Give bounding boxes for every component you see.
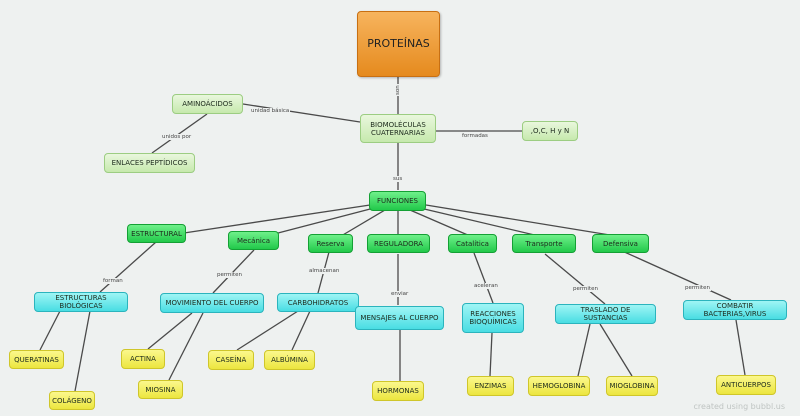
credit-text: created using bubbl.us xyxy=(692,402,786,411)
node-anticuerpos[interactable]: ANTICUERPOS xyxy=(716,375,776,395)
node-estructural[interactable]: ESTRUCTURAL xyxy=(127,224,186,243)
line-estructuras-colageno xyxy=(74,310,91,392)
node-aminoacidos[interactable]: AMINOÁCIDOS xyxy=(172,94,243,114)
node-mioglobina[interactable]: MIOGLOBINA xyxy=(606,376,658,396)
node-combatir-bacterias[interactable]: COMBATIR BACTERIAS,VIRUS xyxy=(683,300,787,320)
link-label-forman: forman xyxy=(102,278,124,284)
node-mensajes-cuerpo[interactable]: MENSAJES AL CUERPO xyxy=(355,306,444,330)
node-enzimas[interactable]: ENZIMAS xyxy=(467,376,514,396)
link-label-almacenan: almacenan xyxy=(308,268,341,274)
node-hormonas[interactable]: HORMONAS xyxy=(372,381,424,401)
node-hemoglobina[interactable]: HEMOGLOBINA xyxy=(528,376,590,396)
line-combatir-anticuerpos xyxy=(735,319,746,376)
link-label-permiten-transporte: permiten xyxy=(572,286,599,292)
node-caseina[interactable]: CASEÍNA xyxy=(208,350,254,370)
link-label-enviar: enviar xyxy=(390,291,410,297)
node-mecanica[interactable]: Mecánica xyxy=(228,231,279,250)
node-enlaces-peptidicos[interactable]: ENLACES PEPTÍDICOS xyxy=(104,153,195,173)
node-actina[interactable]: ACTINA xyxy=(121,349,165,369)
link-label-unidad-basica: unidad básica xyxy=(250,108,291,114)
node-movimiento-cuerpo[interactable]: MOVIMIENTO DEL CUERPO xyxy=(160,293,264,313)
line-movimiento-miosina xyxy=(168,312,204,381)
line-traslado-hemoglobina xyxy=(577,323,591,377)
link-label-permiten-defensiva: permiten xyxy=(684,285,711,291)
link-label-son: son xyxy=(395,84,401,96)
line-movimiento-actina xyxy=(147,312,193,350)
line-traslado-mioglobina xyxy=(599,323,633,377)
node-traslado-sustancias[interactable]: TRASLADO DE SUSTANCIAS xyxy=(555,304,656,324)
line-funciones-catalitica xyxy=(409,209,471,237)
node-ochn[interactable]: ,O,C, H y N xyxy=(522,121,578,141)
node-colageno[interactable]: COLÁGENO xyxy=(49,391,95,410)
link-label-sus: sus xyxy=(392,176,404,182)
link-label-formadas: formadas xyxy=(461,133,489,139)
link-label-permiten: permiten xyxy=(216,272,243,278)
link-label-unidos-por: unidos por xyxy=(161,134,193,140)
node-albumina[interactable]: ALBÚMINA xyxy=(264,350,315,370)
line-aminoacidos-biomoleculas xyxy=(242,103,361,123)
line-estructuras-queratinas xyxy=(39,310,61,351)
node-defensiva[interactable]: Defensiva xyxy=(592,234,649,253)
node-proteinas[interactable]: PROTEÍNAS xyxy=(357,11,440,77)
line-carbohidratos-albumina xyxy=(291,310,311,351)
line-catalitica-reacciones xyxy=(473,252,494,304)
line-defensiva-combatir xyxy=(619,249,732,301)
node-biomoleculas[interactable]: BIOMOLÉCULAS CUATERNARIAS xyxy=(360,114,436,143)
node-reguladora[interactable]: REGULADORA xyxy=(367,234,430,253)
node-reserva[interactable]: Reserva xyxy=(308,234,353,253)
node-carbohidratos[interactable]: CARBOHIDRATOS xyxy=(277,293,359,312)
line-reacciones-enzimas xyxy=(489,332,493,377)
line-funciones-transporte xyxy=(419,207,544,238)
line-mecanica-movimiento xyxy=(212,249,255,294)
line-estructural-estructuras xyxy=(99,241,157,293)
line-transporte-traslado xyxy=(544,253,606,305)
line-carbohidratos-caseina xyxy=(236,310,299,351)
node-miosina[interactable]: MIOSINA xyxy=(138,380,183,399)
link-label-aceleran: aceleran xyxy=(473,283,499,289)
node-funciones[interactable]: FUNCIONES xyxy=(369,191,426,211)
line-funciones-defensiva xyxy=(425,204,623,238)
line-aminoacidos-enlaces xyxy=(151,113,208,154)
node-transporte[interactable]: Transporte xyxy=(512,234,576,253)
node-catalitica[interactable]: Catalítica xyxy=(448,234,497,253)
node-estructuras-biologicas[interactable]: ESTRUCTURAS BIOLÓGICAS xyxy=(34,292,128,312)
node-queratinas[interactable]: QUERATINAS xyxy=(9,350,64,369)
node-reacciones-bioquimicas[interactable]: REACCIONES BIOQUÍMICAS xyxy=(462,303,524,333)
line-funciones-estructural xyxy=(183,204,371,234)
